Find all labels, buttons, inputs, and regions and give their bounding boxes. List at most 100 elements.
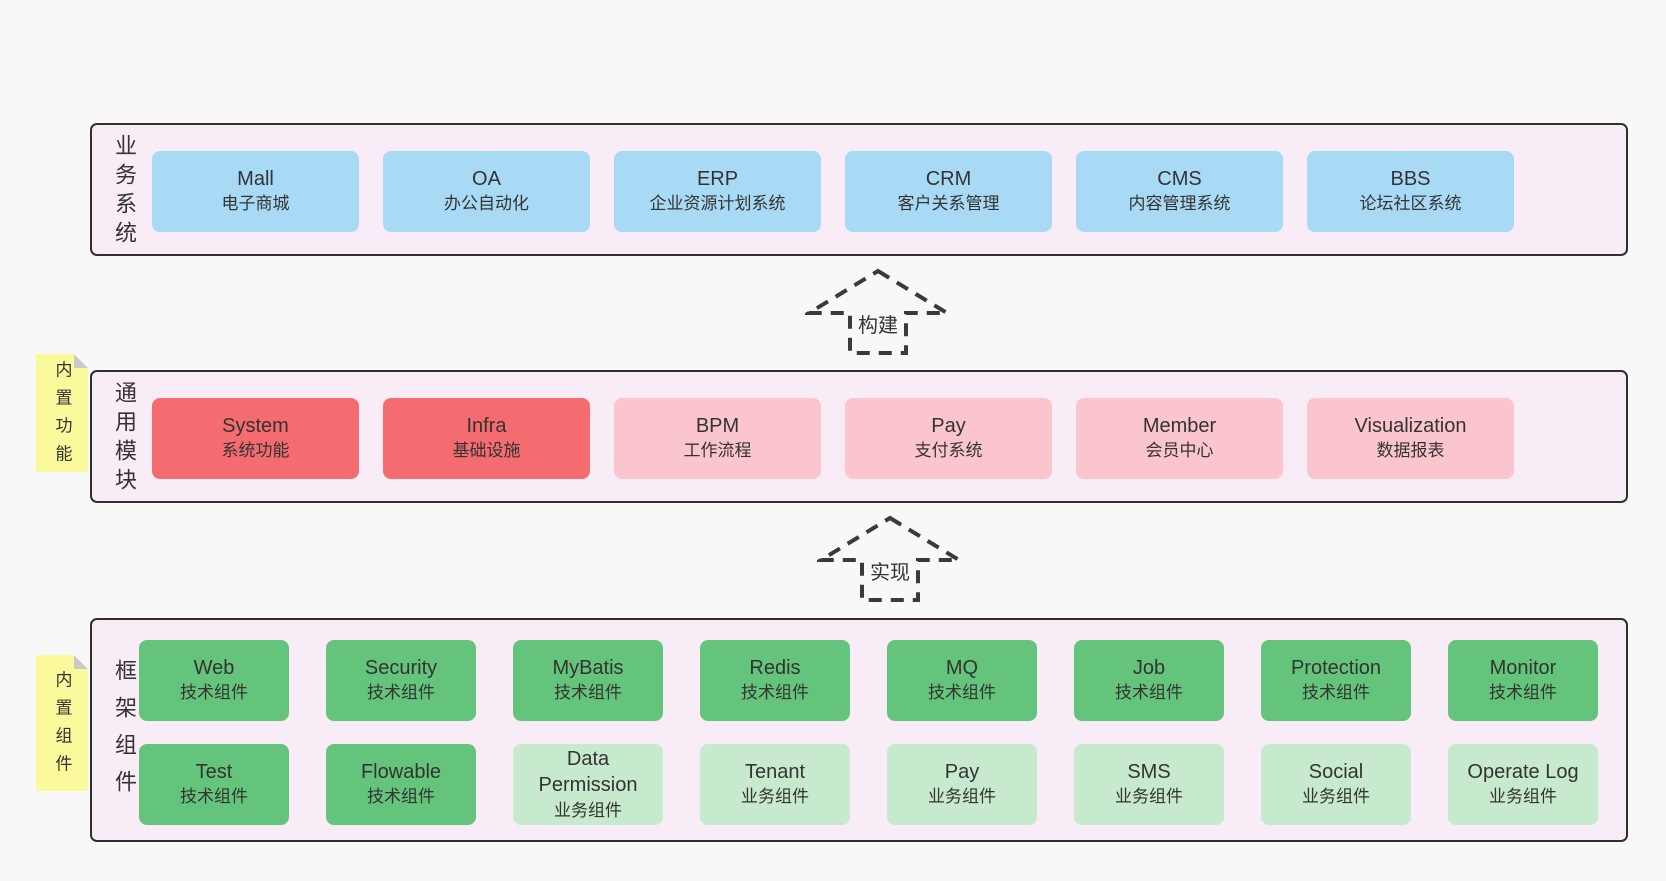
box-name: CRM xyxy=(925,167,972,190)
box-name: Test xyxy=(195,760,233,783)
sticky-note-text: 内置组件 xyxy=(52,670,72,783)
box-subtitle: 支付系统 xyxy=(914,441,983,461)
box-pay: Pay 支付系统 xyxy=(845,398,1052,479)
box-name: Job xyxy=(1132,656,1166,679)
box-name: Mall xyxy=(237,167,274,190)
box-job: Job 技术组件 xyxy=(1074,640,1224,721)
box-operate-log: Operate Log 业务组件 xyxy=(1448,744,1598,825)
box-name: Tenant xyxy=(744,760,806,783)
box-subtitle: 基础设施 xyxy=(452,441,521,461)
box-protection: Protection 技术组件 xyxy=(1261,640,1411,721)
box-name: Security xyxy=(364,656,438,679)
box-subtitle: 技术组件 xyxy=(180,787,248,807)
box-subtitle: 业务组件 xyxy=(1115,787,1183,807)
box-subtitle: 办公自动化 xyxy=(444,194,529,214)
sticky-note-builtin-components: 内置组件 xyxy=(36,655,88,791)
box-name: Operate Log xyxy=(1467,760,1579,783)
common-modules-panel: 通用模块 System 系统功能 Infra 基础设施 BPM 工作流程 Pay… xyxy=(90,370,1628,503)
box-name: System xyxy=(222,414,289,437)
box-sms: SMS 业务组件 xyxy=(1074,744,1224,825)
box-subtitle: 技术组件 xyxy=(180,683,248,703)
box-subtitle: 业务组件 xyxy=(928,787,996,807)
box-oa: OA 办公自动化 xyxy=(383,151,590,232)
box-tenant: Tenant 业务组件 xyxy=(700,744,850,825)
dashed-up-arrow-shape xyxy=(805,268,951,355)
box-member: Member 会员中心 xyxy=(1076,398,1283,479)
box-infra: Infra 基础设施 xyxy=(383,398,590,479)
box-name: Member xyxy=(1142,414,1217,437)
box-mq: MQ 技术组件 xyxy=(887,640,1037,721)
box-name: Pay xyxy=(944,760,980,783)
business-panel-title: 业务系统 xyxy=(112,133,137,250)
framework-components-panel: 框架组件 Web 技术组件 Security 技术组件 MyBatis 技术组件… xyxy=(90,618,1628,842)
box-subtitle: 技术组件 xyxy=(1302,683,1370,703)
implement-arrow: 实现 xyxy=(817,515,963,602)
box-subtitle: 工作流程 xyxy=(683,441,752,461)
box-crm: CRM 客户关系管理 xyxy=(845,151,1052,232)
box-bpm: BPM 工作流程 xyxy=(614,398,821,479)
components-panel-title: 框架组件 xyxy=(112,658,137,807)
box-name: Data Permission xyxy=(538,747,638,797)
box-name: BBS xyxy=(1390,167,1431,190)
box-subtitle: 技术组件 xyxy=(367,787,435,807)
box-subtitle: 技术组件 xyxy=(741,683,809,703)
box-subtitle: 系统功能 xyxy=(221,441,290,461)
box-web: Web 技术组件 xyxy=(139,640,289,721)
modules-box-row: System 系统功能 Infra 基础设施 BPM 工作流程 Pay 支付系统… xyxy=(152,398,1514,479)
sticky-note-builtin-features: 内置功能 xyxy=(36,354,88,472)
dashed-up-arrow-shape xyxy=(817,515,963,602)
box-name: Monitor xyxy=(1489,656,1557,679)
box-test: Test 技术组件 xyxy=(139,744,289,825)
box-name: Web xyxy=(193,656,235,679)
box-subtitle: 业务组件 xyxy=(554,800,622,820)
components-row-1: Web 技术组件 Security 技术组件 MyBatis 技术组件 Redi… xyxy=(139,640,1598,721)
components-row-2: Test 技术组件 Flowable 技术组件 Data Permission … xyxy=(139,744,1598,825)
box-subtitle: 技术组件 xyxy=(367,683,435,703)
build-arrow-label: 构建 xyxy=(858,314,898,337)
box-subtitle: 业务组件 xyxy=(1489,787,1557,807)
build-arrow: 构建 xyxy=(805,268,951,355)
box-subtitle: 内容管理系统 xyxy=(1128,194,1231,214)
box-subtitle: 技术组件 xyxy=(1489,683,1557,703)
box-subtitle: 数据报表 xyxy=(1376,441,1445,461)
box-flowable: Flowable 技术组件 xyxy=(326,744,476,825)
box-pay-biz: Pay 业务组件 xyxy=(887,744,1037,825)
folded-corner-icon xyxy=(74,354,88,368)
box-name: Visualization xyxy=(1354,414,1467,437)
box-name: BPM xyxy=(695,414,740,437)
box-name: CMS xyxy=(1157,167,1202,190)
box-name: Flowable xyxy=(360,760,442,783)
box-subtitle: 论坛社区系统 xyxy=(1359,194,1462,214)
box-mall: Mall 电子商城 xyxy=(152,151,359,232)
box-subtitle: 会员中心 xyxy=(1145,441,1214,461)
box-name: SMS xyxy=(1127,760,1171,783)
box-subtitle: 技术组件 xyxy=(1115,683,1183,703)
box-monitor: Monitor 技术组件 xyxy=(1448,640,1598,721)
sticky-note-text: 内置功能 xyxy=(52,360,72,473)
box-name: ERP xyxy=(696,167,739,190)
box-subtitle: 企业资源计划系统 xyxy=(649,194,786,214)
box-name: OA xyxy=(472,167,501,190)
box-subtitle: 客户关系管理 xyxy=(897,194,1000,214)
box-name: Social xyxy=(1308,760,1364,783)
box-subtitle: 电子商城 xyxy=(221,194,290,214)
box-social: Social 业务组件 xyxy=(1261,744,1411,825)
arrow-label-bg xyxy=(853,314,903,337)
implement-arrow-label: 实现 xyxy=(870,561,910,584)
box-mybatis: MyBatis 技术组件 xyxy=(513,640,663,721)
box-redis: Redis 技术组件 xyxy=(700,640,850,721)
business-box-row: Mall 电子商城 OA 办公自动化 ERP 企业资源计划系统 CRM 客户关系… xyxy=(152,151,1514,232)
box-cms: CMS 内容管理系统 xyxy=(1076,151,1283,232)
box-subtitle: 业务组件 xyxy=(741,787,809,807)
box-data-permission: Data Permission 业务组件 xyxy=(513,744,663,825)
box-name: Infra xyxy=(466,414,507,437)
box-system: System 系统功能 xyxy=(152,398,359,479)
box-subtitle: 技术组件 xyxy=(554,683,622,703)
box-name: MyBatis xyxy=(552,656,624,679)
box-subtitle: 技术组件 xyxy=(928,683,996,703)
folded-corner-icon xyxy=(74,655,88,669)
box-bbs: BBS 论坛社区系统 xyxy=(1307,151,1514,232)
box-name: MQ xyxy=(945,656,979,679)
arrow-label-bg xyxy=(865,561,915,584)
box-security: Security 技术组件 xyxy=(326,640,476,721)
